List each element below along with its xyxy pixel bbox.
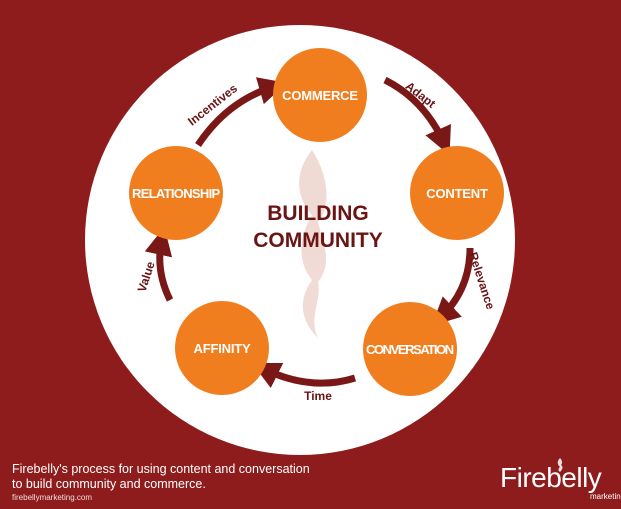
node-commerce <box>273 48 367 142</box>
node-label-conversation: CONVERSATION <box>366 342 454 357</box>
firebelly-logo: Firebelly marketing <box>478 458 621 506</box>
logo-brand: Firebelly <box>500 462 602 493</box>
edge-arrow-affinity-to-relationship <box>144 227 174 302</box>
node-relationship <box>129 146 223 240</box>
diagram-title-line-1: BUILDING <box>267 202 369 225</box>
node-content <box>410 146 504 240</box>
caption-url: firebellymarketing.com <box>12 493 93 502</box>
node-affinity <box>175 301 269 395</box>
node-label-affinity: AFFINITY <box>194 341 251 356</box>
watermark-flame-icon <box>299 150 327 338</box>
caption: Firebelly's process for using content an… <box>12 462 392 503</box>
node-label-relationship: RELATIONSHIP <box>132 186 221 201</box>
logo-tagline: marketing <box>590 492 621 501</box>
caption-line-2: to build community and commerce. <box>12 477 206 491</box>
diagram-title-line-2: COMMUNITY <box>253 229 383 252</box>
node-label-commerce: COMMERCE <box>282 88 358 103</box>
edge-arrow-conversation-to-affinity <box>251 362 357 389</box>
flame-icon <box>557 458 563 472</box>
node-label-content: CONTENT <box>426 186 488 201</box>
node-conversation <box>363 302 457 396</box>
edge-arrow-content-to-conversation <box>431 247 474 326</box>
edge-arrow-commerce-to-content <box>383 76 451 156</box>
edge-label-time: Time <box>304 389 332 403</box>
edge-arrow-relationship-to-commerce <box>195 77 287 147</box>
caption-line-1: Firebelly's process for using content an… <box>12 462 310 476</box>
